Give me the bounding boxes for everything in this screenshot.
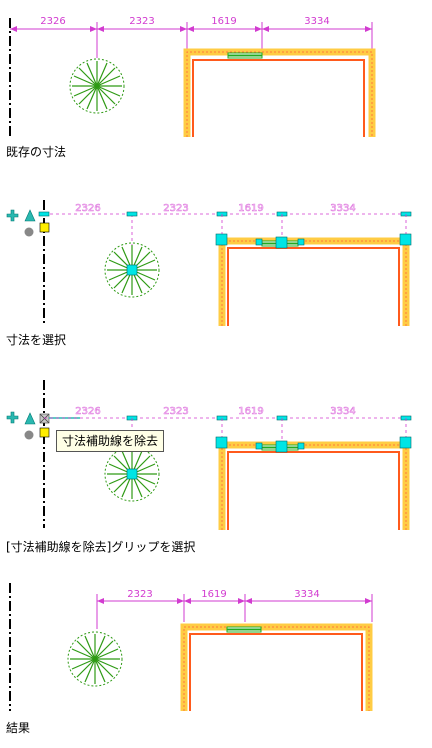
tree-symbol: [104, 242, 160, 298]
tree-symbol: [69, 58, 125, 114]
wall-section: [180, 623, 373, 711]
panel-result: 2323 1619 3334 結果: [0, 575, 432, 748]
dimension-value: 2323: [163, 203, 188, 214]
window-grip[interactable]: [275, 236, 288, 249]
triangle-grip-icon[interactable]: [24, 209, 36, 222]
dimension-value: 2326: [40, 16, 65, 27]
wall-grip[interactable]: [399, 233, 412, 246]
tree-grip[interactable]: [126, 468, 138, 480]
dimension-grip[interactable]: [38, 211, 50, 217]
drawing-result: 2323 1619 3334: [9, 583, 373, 711]
step-caption: 既存の寸法: [6, 145, 67, 159]
drawing-grip: 2326 2323 1619 3334: [6, 380, 412, 530]
tree-symbol: [104, 446, 160, 502]
dimension-value: 2326: [75, 203, 100, 214]
window-grip[interactable]: [275, 440, 288, 453]
plus-icon[interactable]: [6, 209, 19, 222]
dimension-value: 2326: [75, 406, 100, 417]
wall-grip[interactable]: [399, 436, 412, 449]
wall-section: [218, 418, 410, 530]
dimension-value: 1619: [211, 16, 236, 27]
wall-grip[interactable]: [215, 436, 228, 449]
tree-grip[interactable]: [126, 264, 138, 276]
selected-grip-icon[interactable]: [39, 222, 50, 233]
dimension-value: 3334: [294, 589, 319, 600]
dimension-value: 1619: [238, 406, 263, 417]
wall-section: [218, 214, 410, 326]
panel-existing-dimensions: 2326 2323 1619 3334 既存の寸法: [0, 0, 432, 170]
grip-tooltip: 寸法補助線を除去: [56, 430, 165, 452]
dimension-value: 1619: [201, 589, 226, 600]
triangle-grip-icon[interactable]: [24, 412, 36, 425]
window-grip[interactable]: [255, 442, 263, 450]
dimension-value: 3334: [330, 203, 355, 214]
wall-grip[interactable]: [215, 233, 228, 246]
panel-select-grip: 2326 2323 1619 3334: [0, 380, 432, 555]
window-grip[interactable]: [255, 238, 263, 246]
dimension-value: 2323: [127, 589, 152, 600]
wall-section: [183, 48, 376, 137]
selected-grip-icon[interactable]: [39, 427, 50, 438]
dimension-value: 1619: [238, 203, 263, 214]
panel-select-dimension: 2326 2323 1619 3334: [0, 190, 432, 350]
drawing-existing: 2326 2323 1619 3334: [9, 16, 376, 137]
dimension-value: 3334: [330, 406, 355, 417]
dimension-value: 2323: [129, 16, 154, 27]
step-caption: [寸法補助線を除去]グリップを選択: [6, 540, 196, 554]
plus-icon[interactable]: [6, 411, 19, 424]
tree-symbol: [67, 631, 123, 687]
drawing-selected: 2326 2323 1619 3334: [6, 200, 412, 326]
circle-grip-icon[interactable]: [24, 430, 34, 440]
dimension-value: 3334: [304, 16, 329, 27]
circle-grip-icon[interactable]: [24, 227, 34, 237]
step-caption: 結果: [6, 721, 31, 735]
dimension-value: 2323: [163, 406, 188, 417]
window-grip[interactable]: [297, 442, 305, 450]
step-caption: 寸法を選択: [6, 333, 67, 347]
window-grip[interactable]: [297, 238, 305, 246]
dimension-grip[interactable]: [126, 211, 138, 217]
